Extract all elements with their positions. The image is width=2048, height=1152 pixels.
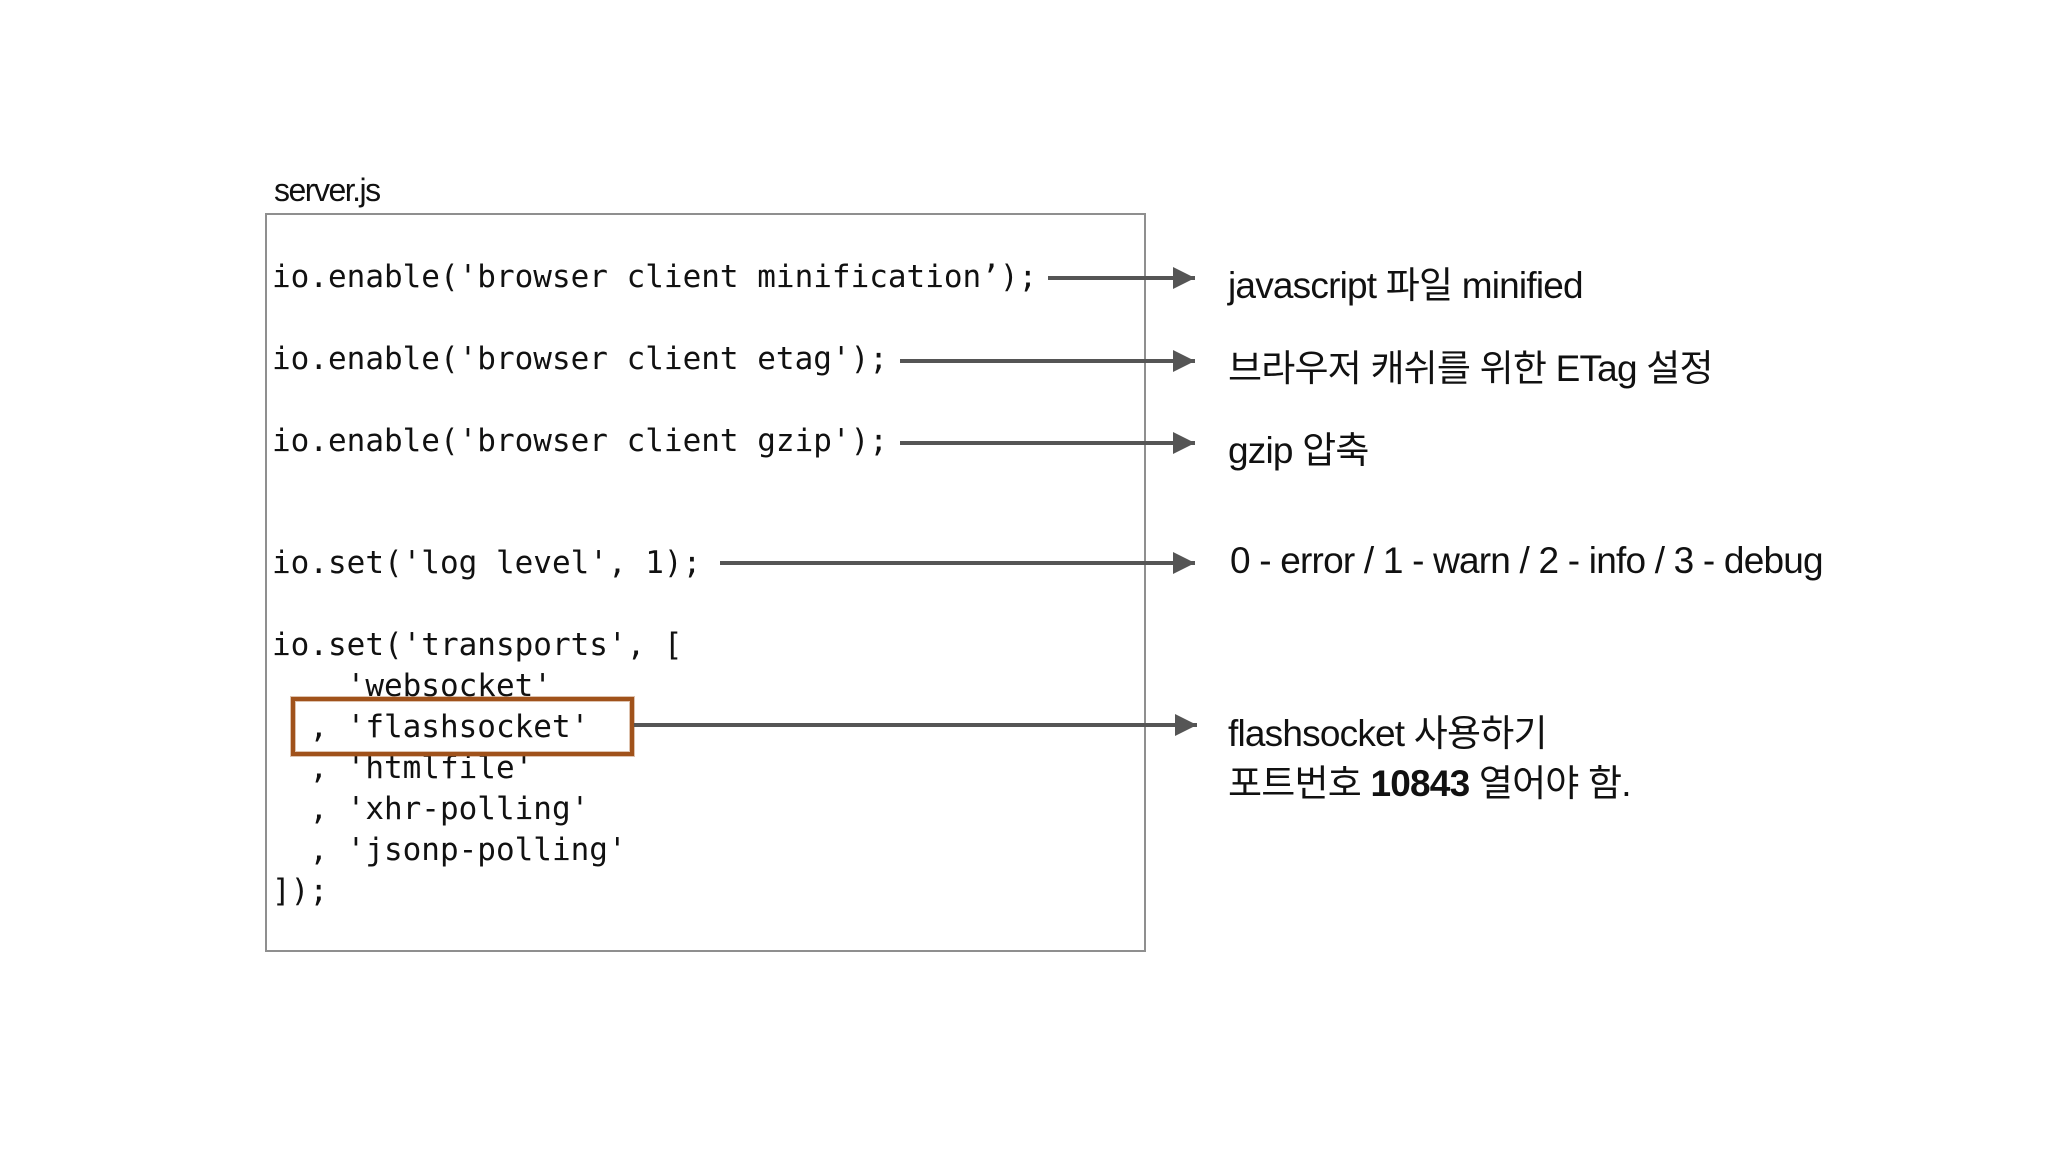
code-line-close: ]); [272, 873, 328, 909]
code-line-gzip: io.enable('browser client gzip'); [272, 423, 888, 459]
note-gzip: gzip 압축 [1228, 430, 1369, 471]
code-line-htmlfile: , 'htmlfile' [272, 750, 534, 786]
code-line-etag: io.enable('browser client etag'); [272, 341, 888, 377]
code-panel [265, 213, 1146, 952]
code-line-flashsocket: , 'flashsocket' [272, 709, 590, 745]
note-flashsocket-line2: 포트번호 10843 열어야 함. [1228, 753, 1632, 807]
note-flashsocket-line1: flashsocket 사용하기 [1228, 713, 1548, 754]
code-line-xhr-polling: , 'xhr-polling' [272, 791, 590, 827]
note-log-level: 0 - error / 1 - warn / 2 - info / 3 - de… [1230, 540, 1824, 581]
code-line-jsonp-polling: , 'jsonp-polling' [272, 832, 627, 868]
code-line-minification: io.enable('browser client minification’)… [272, 259, 1038, 295]
note-etag: 브라우저 캐쉬를 위한 ETag 설정 [1228, 348, 1714, 389]
flashsocket-highlight-box [291, 697, 634, 756]
note-port-prefix: 포트번호 [1228, 763, 1371, 804]
code-line-log-level: io.set('log level', 1); [272, 545, 702, 581]
note-minification: javascript 파일 minified [1228, 265, 1584, 306]
note-port-suffix: 열어야 함. [1469, 763, 1632, 804]
note-port-number: 10843 [1370, 763, 1470, 804]
file-name-label: server.js [274, 172, 381, 208]
code-line-transports-open: io.set('transports', [ [272, 627, 683, 663]
